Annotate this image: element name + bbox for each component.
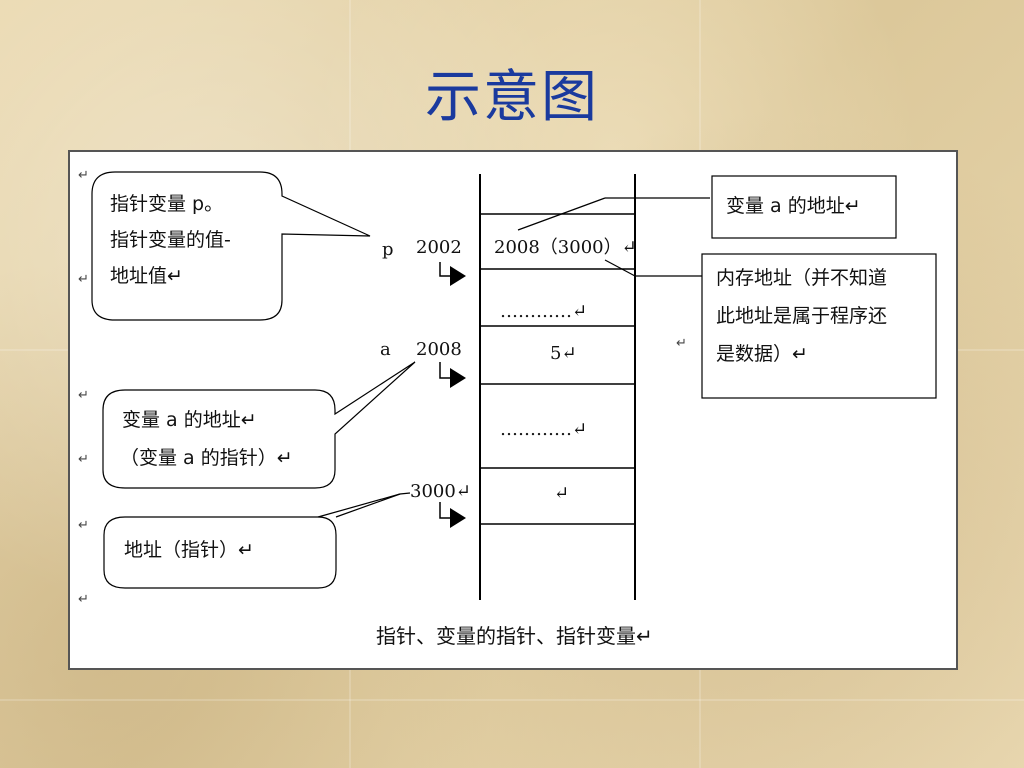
callout-addr-pointer-line1: 地址（指针）↵ (124, 539, 254, 561)
leader-addr-of-a (517, 197, 606, 231)
address-3000: 3000↵ (410, 481, 471, 502)
para-mark: ↵ (78, 518, 89, 533)
callout-var-addr-line1: 变量 a 的地址↵ (122, 409, 257, 431)
para-mark: ↵ (78, 592, 89, 607)
cell-dots-1: …………↵ (500, 301, 588, 322)
cell-p-value: 2008（3000）↵ (494, 237, 637, 258)
callout-memory-addr-line3: 是数据）↵ (716, 343, 808, 365)
para-mark: ↵ (78, 388, 89, 403)
var-a-name: a (380, 339, 391, 360)
para-mark: ↵ (78, 452, 89, 467)
callout-memory-addr-line1: 内存地址（并不知道 (716, 267, 888, 289)
cell-a-value: 5↵ (550, 343, 577, 364)
cell-3000: ↵ (554, 483, 570, 504)
slide-title: 示意图 (425, 65, 599, 130)
var-p-address: 2002 (416, 237, 462, 258)
var-a-address: 2008 (416, 339, 462, 360)
para-mark: ↵ (676, 336, 687, 351)
callout-memory-addr-line2: 此地址是属于程序还 (716, 305, 888, 327)
callout-addr-of-a-box (711, 175, 897, 239)
callout-var-addr-bubble (102, 361, 416, 489)
var-p-name: p (382, 239, 394, 260)
callout-addr-of-a-line1: 变量 a 的地址↵ (726, 195, 861, 217)
cell-dots-2: …………↵ (500, 419, 588, 440)
para-mark: ↵ (78, 272, 89, 287)
callout-pointer-var-line1: 指针变量 p。 (110, 193, 224, 215)
figure-caption: 指针、变量的指针、指针变量↵ (376, 624, 653, 648)
callout-var-addr-line2: （变量 a 的指针）↵ (120, 447, 293, 469)
diagram-lines (91, 171, 937, 600)
callout-pointer-var-line3: 地址值↵ (110, 265, 183, 287)
leader-memory-addr (604, 259, 636, 277)
pointer-diagram: 指针变量 p。 指针变量的值- 地址值↵ 变量 a 的地址↵ （变量 a 的指针… (68, 150, 958, 670)
callout-memory-addr-box (701, 253, 937, 399)
callout-pointer-var-bubble (91, 171, 371, 321)
callout-pointer-var-line2: 指针变量的值- (110, 229, 231, 251)
para-mark: ↵ (78, 168, 89, 183)
callout-addr-pointer-bubble (103, 516, 337, 589)
